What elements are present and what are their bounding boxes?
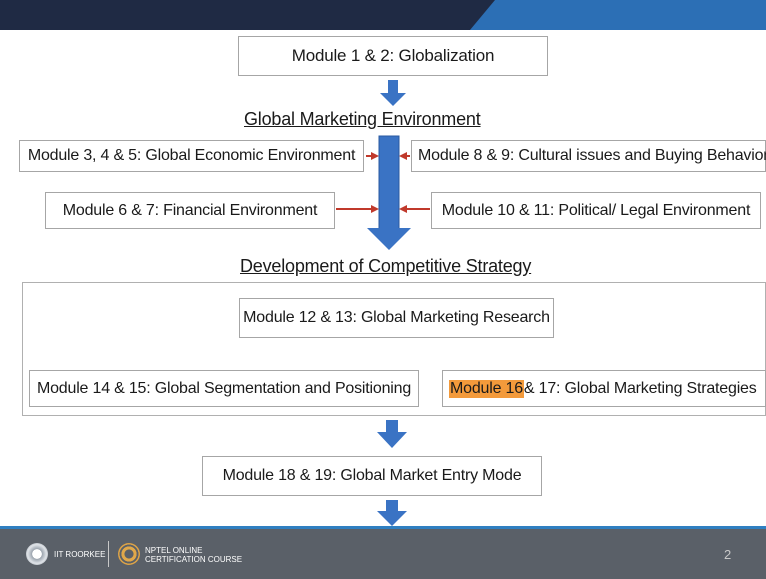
footer-nptel-line2: CERTIFICATION COURSE [145,555,243,564]
down-arrow-1 [380,80,406,106]
highlighted-text: Module 16 [449,379,524,398]
module-market-entry-box: Module 18 & 19: Global Market Entry Mode [202,456,542,496]
page-number: 2 [724,547,732,562]
module-cultural-issues-box: Module 8 & 9: Cultural issues and Buying… [411,140,766,172]
footer-accent-line [0,526,766,530]
down-arrow-4 [377,500,407,526]
module-segmentation-positioning-box: Module 14 & 15: Global Segmentation and … [29,370,419,407]
module-financial-environment-box: Module 6 & 7: Financial Environment [45,192,335,229]
down-arrow-2 [367,135,411,250]
heading-global-marketing-environment: Global Marketing Environment [244,109,481,129]
header-bar [0,0,766,30]
down-arrow-3 [377,420,407,448]
module-marketing-research-box: Module 12 & 13: Global Marketing Researc… [239,298,554,338]
iit-roorkee-logo-icon [26,543,48,565]
module-globalization-box: Module 1 & 2: Globalization [238,36,548,76]
module-marketing-strategies-box: Module 16 & 17: Global Marketing Strateg… [442,370,766,407]
footer-iit-label: IIT ROORKEE [54,550,106,559]
module-economic-environment-box: Module 3, 4 & 5: Global Economic Environ… [19,140,364,172]
footer-nptel-line1: NPTEL ONLINE [145,546,203,555]
footer-separator [108,541,109,567]
module-political-legal-box: Module 10 & 11: Political/ Legal Environ… [431,192,761,229]
heading-competitive-strategy: Development of Competitive Strategy [240,256,532,276]
footer-bar: IIT ROORKEE NPTEL ONLINE CERTIFICATION C… [0,529,766,579]
nptel-logo-icon [118,543,140,565]
